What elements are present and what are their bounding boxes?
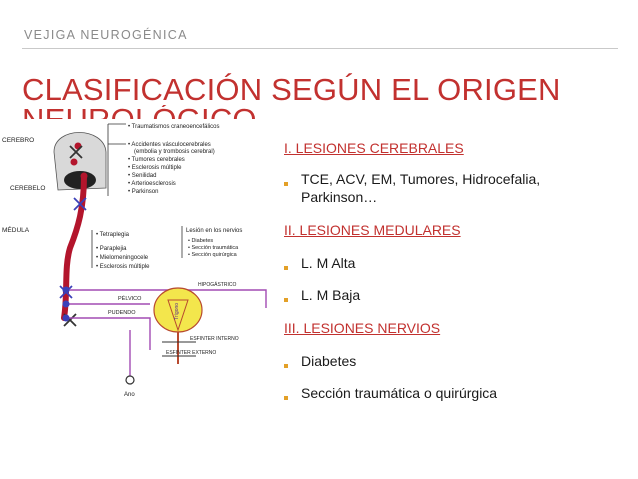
brain-list-item: • Esclerosis múltiple bbox=[128, 165, 182, 171]
lesion-mark-brain bbox=[69, 145, 83, 159]
label-hipogastrico: HIPOGÁSTRICO bbox=[198, 281, 236, 288]
brain-list-item: (embolia y trombosis cerebral) bbox=[134, 149, 215, 155]
bracket-lines bbox=[91, 123, 183, 268]
kicker-label: VEJIGA NEUROGÉNICA bbox=[24, 28, 188, 42]
brain-point-2 bbox=[70, 158, 78, 166]
brain-list-item: • Traumatismos craneoencefálicos bbox=[128, 124, 219, 130]
section-heading: II. LESIONES MEDULARES bbox=[284, 222, 461, 238]
brain-list-item: • Arterioesclerosis bbox=[128, 181, 176, 187]
list-item: L. M Alta bbox=[284, 254, 624, 272]
nerve-list: • Diabetes • Sección traumática • Secció… bbox=[188, 238, 239, 258]
list-item: L. M Baja bbox=[284, 286, 624, 304]
brain-list-item: • Accidentes vásculocerebrales bbox=[128, 142, 211, 148]
cerebellum-shape bbox=[64, 171, 96, 189]
title-line-2: NEUROLÓGICO bbox=[22, 105, 622, 119]
brain-list: • Traumatismos craneoencefálicos • Accid… bbox=[128, 124, 219, 195]
section-heading: III. LESIONES NERVIOS bbox=[284, 320, 441, 336]
spinal-list-item: • Esclerosis múltiple bbox=[96, 264, 150, 270]
trigone-shape bbox=[167, 299, 189, 332]
label-esfinter-externo: ESFINTER EXTERNO bbox=[166, 350, 216, 356]
section-heading: I. LESIONES CEREBRALES bbox=[284, 140, 464, 156]
brain-list-item: • Senilidad bbox=[128, 173, 156, 179]
header-rule bbox=[22, 48, 618, 49]
nerve-paths bbox=[66, 289, 267, 380]
nerve-list-item: • Sección traumática bbox=[188, 245, 239, 251]
brain-list-item: • Parkinson bbox=[128, 189, 158, 195]
spinal-list-item: • Mielomeningocele bbox=[96, 255, 149, 261]
label-lesion-nervios: Lesión en los nervios bbox=[186, 228, 242, 234]
sacral-points bbox=[62, 286, 70, 322]
spinal-list-item: • Paraplejia bbox=[96, 246, 127, 252]
label-medula: MÉDULA bbox=[2, 225, 30, 234]
lesion-classification: I. LESIONES CEREBRALES TCE, ACV, EM, Tum… bbox=[284, 140, 624, 402]
section-nervios: III. LESIONES NERVIOS Diabetes Sección t… bbox=[284, 320, 624, 402]
list-item: Diabetes bbox=[284, 352, 624, 370]
spinal-cord bbox=[61, 173, 87, 321]
spinal-list-item: • Tetraplegia bbox=[96, 232, 130, 238]
list-item: Sección traumática o quirúrgica bbox=[284, 384, 624, 402]
neuro-bladder-diagram: CEREBRO CEREBELO MÉDULA PÉLVICO PUDENDO … bbox=[2, 123, 267, 398]
lesion-mark-high bbox=[73, 197, 87, 211]
nerve-list-item: • Sección quirúrgica bbox=[188, 252, 238, 258]
label-pelvico: PÉLVICO bbox=[118, 295, 142, 302]
label-esfinter-interno: ESFINTER INTERNO bbox=[190, 336, 239, 342]
list-item: TCE, ACV, EM, Tumores, Hidrocefalia, Par… bbox=[284, 170, 601, 206]
section-cerebral: I. LESIONES CEREBRALES TCE, ACV, EM, Tum… bbox=[284, 140, 624, 206]
label-trigono: Trígono bbox=[174, 303, 180, 320]
label-cerebelo: CEREBELO bbox=[10, 185, 45, 192]
label-ano: Ano bbox=[124, 392, 135, 398]
brain-list-item: • Tumores cerebrales bbox=[128, 157, 185, 163]
title-line-1: CLASIFICACIÓN SEGÚN EL ORIGEN bbox=[22, 72, 561, 107]
anus-shape bbox=[125, 375, 135, 385]
section-medular: II. LESIONES MEDULARES L. M Alta L. M Ba… bbox=[284, 222, 624, 304]
spinal-list: • Tetraplegia • Paraplejia • Mielomening… bbox=[96, 232, 150, 270]
nerve-list-item: • Diabetes bbox=[188, 238, 213, 244]
slide-title: CLASIFICACIÓN SEGÚN EL ORIGEN NEUROLÓGIC… bbox=[22, 72, 622, 119]
label-cerebro: CEREBRO bbox=[2, 137, 34, 144]
label-pudendo: PUDENDO bbox=[108, 310, 136, 316]
